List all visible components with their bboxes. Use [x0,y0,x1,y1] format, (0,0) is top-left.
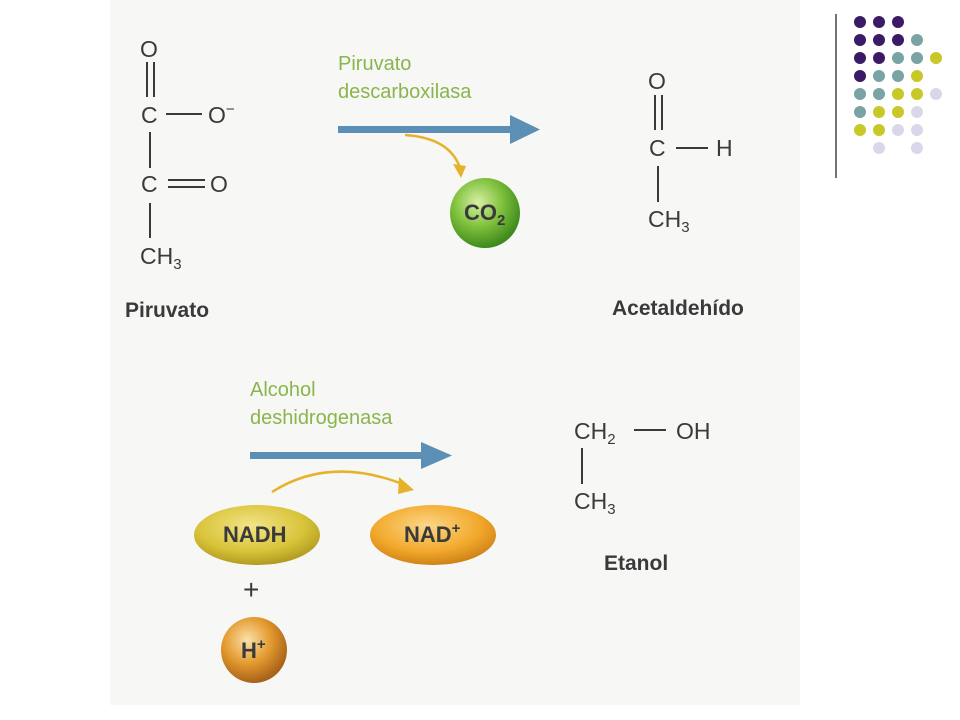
co2-ball [450,178,520,248]
enzyme-1-line-2: descarboxilasa [338,81,472,103]
ethanol-ch2-main: CH [574,418,608,444]
acetaldehyde-label: Acetaldehído [612,297,744,320]
ethanol-ch3: CH3 [574,488,616,518]
acetaldehyde-bonds [654,95,708,202]
ethanol-ch2-sub: 2 [607,431,616,448]
pyruvate-c2: C [141,171,158,197]
nadh-label: NADH [223,522,287,547]
pyruvate-o-double: O [210,171,228,197]
pyruvate-ch3: CH3 [140,243,182,273]
ethanol-label: Etanol [604,552,669,575]
ethanol-oh: OH [676,418,711,444]
h-main: H [241,638,257,663]
enzyme-2-line-1: Alcohol [250,379,316,401]
acetaldehyde-ch3-main: CH [648,206,682,232]
nad-conversion-arrow [271,470,414,494]
pyruvate-o-top: O [140,36,158,62]
decorative-dot-grid [835,14,942,178]
acetaldehyde-ch3: CH3 [648,206,690,236]
nadh-pill [194,505,320,565]
acetaldehyde-o-top: O [648,68,666,94]
nad-pill [370,505,496,565]
ethanol-ch3-main: CH [574,488,608,514]
enzyme-2-line-2: deshidrogenasa [250,407,393,429]
pyruvate-o-minus-symbol: O [208,102,226,128]
pyruvate-bonds [146,62,205,238]
main-arrow-2 [250,442,452,469]
co2-sub: 2 [497,212,506,229]
acetaldehyde-ch3-sub: 3 [681,219,690,236]
h-ball [221,617,287,683]
co2-release-arrow [404,133,466,178]
acetaldehyde-h: H [716,135,733,161]
h-label: H+ [241,637,266,663]
h-charge: + [256,636,266,653]
ethanol-ch2: CH2 [574,418,616,448]
pyruvate-o-minus: O− [208,101,235,128]
plus-sign: + [243,574,260,605]
co2-label: CO2 [464,200,505,229]
nad-label: NAD+ [404,521,460,547]
main-arrow-1 [338,115,540,144]
pyruvate-label: Piruvato [125,299,210,322]
pyruvate-c1: C [141,102,158,128]
nad-main: NAD [404,522,452,547]
enzyme-1-line-1: Piruvato [338,53,412,75]
nad-charge: + [451,520,461,537]
ethanol-ch3-sub: 3 [607,501,616,518]
pyruvate-ch3-sub: 3 [173,256,182,273]
pyruvate-ch3-main: CH [140,243,174,269]
acetaldehyde-c: C [649,135,666,161]
fermentation-diagram [110,0,800,705]
ethanol-bonds [581,429,666,484]
pyruvate-o-minus-charge: − [225,101,235,118]
co2-main: CO [464,200,497,225]
